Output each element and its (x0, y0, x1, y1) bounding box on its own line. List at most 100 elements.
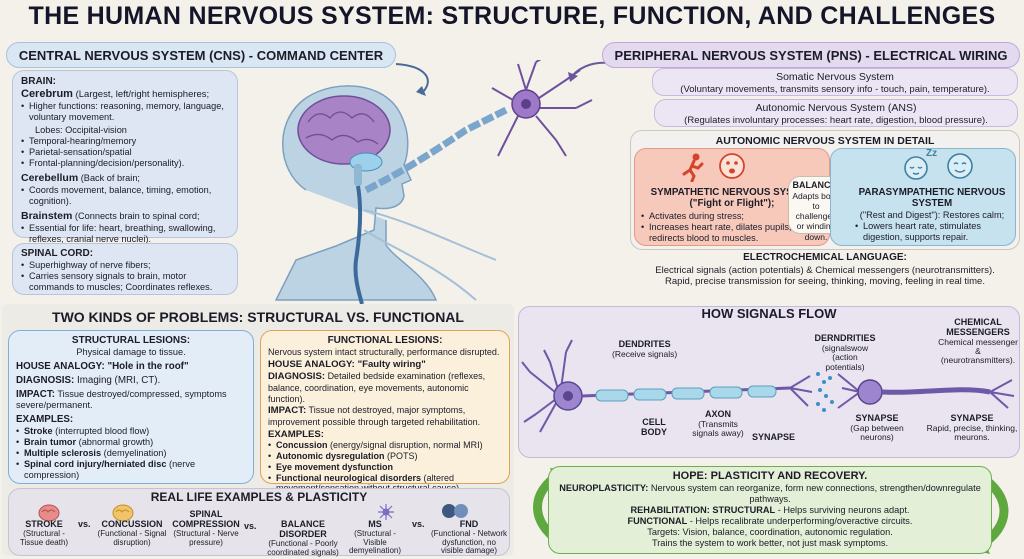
pns-banner-text: PERIPHERAL NERVOUS SYSTEM (PNS) - ELECTR… (614, 47, 1008, 63)
running-figure-icon (682, 153, 704, 182)
label-synapse-1: SYNAPSE (752, 432, 796, 442)
somatic-title: Somatic Nervous System (776, 71, 894, 83)
cerebrum-list: Higher functions: reasoning, memory, lan… (21, 101, 229, 123)
brain-icon (38, 504, 60, 522)
structural-impact: Tissue destroyed/compressed, symptoms se… (16, 388, 227, 411)
somatic-box: Somatic Nervous System (Voluntary moveme… (652, 68, 1018, 96)
somatic-desc: (Voluntary movements, transmits sensory … (680, 83, 990, 95)
structural-title: STRUCTURAL LESIONS: (71, 335, 191, 346)
real-life-box (8, 488, 510, 556)
nerve-branch (363, 209, 497, 261)
myelin-segment (633, 388, 667, 401)
structural-analogy-label: HOUSE ANALOGY: (16, 361, 105, 373)
neurotransmitter-dots (816, 372, 834, 412)
functional-examples-label: EXAMPLES: (268, 428, 324, 440)
hope-title: HOPE: PLASTICITY AND RECOVERY. (672, 470, 868, 482)
electro-line2: Rapid, precise transmission for seeing, … (665, 276, 985, 288)
electrochemical-section: ELECTROCHEMICAL LANGUAGE: Electrical sig… (630, 252, 1020, 298)
functional-subtitle: Nervous system intact structurally, perf… (268, 347, 500, 357)
nerve-path (364, 106, 508, 194)
functional-box: FUNCTIONAL LESIONS: Nervous system intac… (260, 330, 510, 493)
lobe-item: Temporal-hearing/memory (21, 136, 229, 147)
parasympathetic-desc: ("Rest and Digest"): Restores calm; (859, 209, 1005, 220)
list-item: Activates during stress; (641, 211, 823, 222)
problems-banner: TWO KINDS OF PROBLEMS: STRUCTURAL VS. FU… (6, 306, 510, 328)
structural-box: STRUCTURAL LESIONS: Physical damage to t… (8, 330, 254, 484)
electro-line1: Electrical signals (action potentials) &… (655, 264, 995, 276)
spinal-cord-box: SPINAL CORD: Superhighway of nerve fiber… (12, 243, 238, 295)
functional-analogy-label: HOUSE ANALOGY: (268, 358, 355, 370)
real-life-pair: MS(Structural - Visible demyelination) v… (348, 519, 508, 556)
label-dendrites-2: DERNDRITIES(signalswow (action potential… (814, 333, 876, 372)
rehab-label: REHABILITATION: STRUCTURAL (630, 505, 776, 516)
calm-face-icon (947, 153, 973, 179)
cns-arrowhead (416, 86, 426, 96)
pns-banner: PERIPHERAL NERVOUS SYSTEM (PNS) - ELECTR… (602, 42, 1020, 68)
cerebrum-head: Cerebrum (21, 88, 73, 100)
balance-desc: Adapts body to challenges or winding dow… (792, 190, 840, 242)
brainstem-icon (354, 164, 362, 186)
real-life-pair: SPINAL COMPRESSION(Structural - Nerve pr… (172, 509, 339, 557)
structural-diag: Imaging (MRI, CT). (76, 374, 161, 386)
functional-diag: Detailed bedside examination (reflexes, … (268, 371, 486, 404)
cns-arrow (395, 63, 429, 95)
list-item: Superhighway of nerve fibers; (21, 260, 229, 271)
list-item: Brain tumor (abnormal growth) (16, 437, 246, 448)
list-item: Stroke (interrupted blood flow) (16, 426, 246, 437)
brain-icon (297, 95, 391, 165)
brain-label: BRAIN: (21, 76, 56, 87)
functional-impact: Tissue not destroyed, major symptoms, im… (268, 405, 481, 427)
ans-desc: (Regulates involuntary processes: heart … (684, 114, 988, 126)
stressed-face-icon (719, 153, 745, 179)
structural-subtitle: Physical damage to tissue. (76, 347, 186, 357)
real-life-title: REAL LIFE EXAMPLES & PLASTICITY (150, 490, 368, 504)
functional-analogy: "Faulty wiring" (357, 358, 426, 370)
label-synapse-2: SYNAPSE(Gap between neurons) (850, 413, 904, 443)
ans-title: Autonomic Nervous System (ANS) (755, 102, 917, 114)
problems-banner-text: TWO KINDS OF PROBLEMS: STRUCTURAL VS. FU… (52, 309, 464, 325)
heads-icon (442, 504, 468, 518)
list-item: Increases heart rate, dilates pupils, re… (641, 222, 823, 244)
list-item: Carries sensory signals to brain, motor … (21, 271, 229, 293)
cerebrum-desc: (Largest, left/right hemispheres; (75, 89, 210, 100)
structural-examples-label: EXAMPLES: (16, 414, 74, 426)
dendrite-lines (837, 373, 861, 409)
signals-banner: HOW SIGNALS FLOW (701, 306, 837, 321)
list-item: Concussion (energy/signal disruption, no… (268, 440, 502, 451)
cns-banner: CENTRAL NERVOUS SYSTEM (CNS) - COMMAND C… (6, 42, 396, 68)
brainstem-desc: (Connects brain to spinal cord; (74, 211, 200, 222)
signal-flow-diagram (521, 339, 1015, 433)
myelin-segment (747, 385, 777, 398)
neuroplasticity-text: Nervous system can reorganize, form new … (650, 483, 981, 505)
list-item: Multiple sclerosis (demyelination) (16, 448, 246, 459)
page-title: THE HUMAN NERVOUS SYSTEM: STRUCTURE, FUN… (28, 2, 996, 30)
list-item: Lowers heart rate, stimulates digestion,… (855, 221, 1009, 243)
ans-box: Autonomic Nervous System (ANS) (Regulate… (654, 99, 1018, 127)
dendrite-lines (491, 60, 593, 157)
sleeping-face-icon (904, 156, 928, 180)
lobe-item: Frontal-planning/decision/personality). (21, 158, 229, 169)
list-item: Essential for life: heart, breathing, sw… (21, 223, 229, 245)
structural-diag-label: DIAGNOSIS: (16, 374, 75, 386)
hope-box: HOPE: PLASTICITY AND RECOVERY. NEUROPLAS… (548, 466, 992, 554)
rehab-functional-label: FUNCTIONAL (627, 516, 688, 527)
cell-body-icon (857, 379, 883, 405)
lobe-item: Parietal-sensation/spatial (21, 147, 229, 158)
brain-folds (305, 111, 379, 145)
hope-targets: Targets: Vision, balance, coordination, … (647, 527, 893, 538)
rehab-functional: - Helps recalibrate underperforming/over… (689, 516, 913, 527)
balance-title: BALANCE: (792, 180, 840, 190)
functional-impact-label: IMPACT: (268, 405, 307, 417)
zz-label: Zz (926, 148, 938, 159)
functional-diag-label: DIAGNOSIS: (268, 371, 326, 383)
myelin-segment (709, 386, 743, 399)
myelin-segment (595, 389, 629, 402)
brain-icon (112, 504, 134, 522)
dendrite-lines (521, 339, 573, 433)
lobe-item: Lobes: Occipital-vision (35, 125, 127, 136)
neuron-icon (378, 504, 394, 520)
parasympathetic-box: PARASYMPATHETIC NERVOUS SYSTEM ("Rest an… (830, 148, 1016, 246)
spinal-cord-icon (353, 185, 364, 305)
